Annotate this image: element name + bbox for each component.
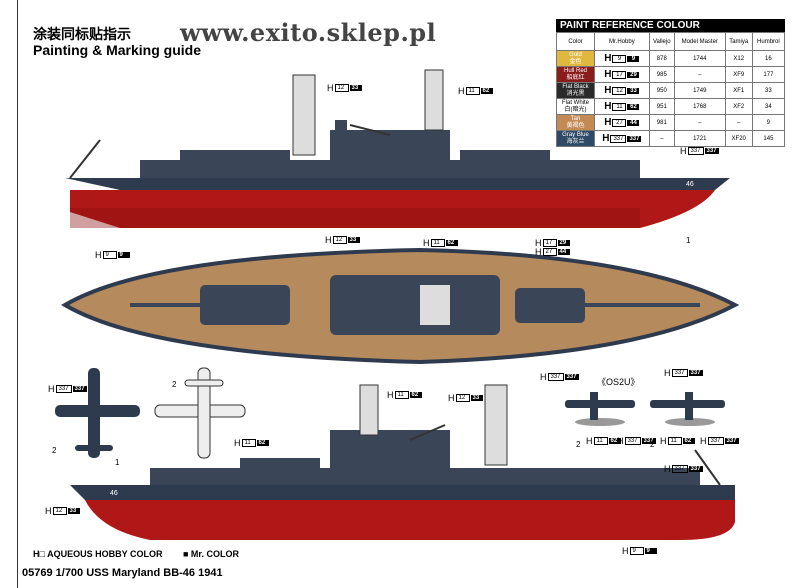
color-name: Flat White xyxy=(562,99,590,106)
vallejo-code: – xyxy=(648,130,675,147)
color-name-cn: 船底红 xyxy=(566,74,585,81)
ship-profile-bottom: 46 xyxy=(70,384,735,540)
tamiya-code: X12 xyxy=(724,50,753,67)
aqueous-code: 9 xyxy=(612,54,627,63)
marker-1-top: 1 xyxy=(686,236,691,245)
os2u-floatplane-2 xyxy=(650,392,725,426)
kit-title: 05769 1/700 USS Maryland BB-46 1941 xyxy=(22,567,223,579)
color-name: Hull Red xyxy=(564,67,588,74)
aqueous-code: 17 xyxy=(612,70,627,79)
title-english: Painting & Marking guide xyxy=(33,42,202,58)
aqueous-code: 27 xyxy=(612,118,627,127)
color-name: Flat Black xyxy=(562,83,589,90)
color-name-cn: 金色 xyxy=(569,58,582,65)
mr-color-code: 44 xyxy=(627,119,640,126)
h-mark: H xyxy=(604,85,612,96)
vallejo-code: 878 xyxy=(648,50,675,67)
color-name: Gray Blue xyxy=(562,131,589,138)
color-name: Gold xyxy=(569,51,582,58)
tamiya-code: XF1 xyxy=(724,82,753,99)
aqueous-code: 12 xyxy=(612,86,627,95)
color-name-cn: 海灰兰 xyxy=(566,138,585,145)
legend-mr-color: ■ Mr. COLOR xyxy=(183,549,239,559)
h-mark: H xyxy=(604,53,612,64)
mr-color-code: 29 xyxy=(627,71,640,78)
mr-color-code: 337 xyxy=(627,135,642,142)
color-name: Tan xyxy=(570,115,581,122)
marker-2-plane2: 2 xyxy=(650,440,655,449)
border-line xyxy=(17,0,18,588)
aqueous-code: 11 xyxy=(612,102,627,111)
os2u-floatplane-1 xyxy=(565,392,635,426)
h-mark: H xyxy=(604,117,612,128)
color-name-cn: 白(暗光) xyxy=(564,106,587,113)
aircraft-topview-light xyxy=(154,367,246,459)
h-mark: H xyxy=(604,101,612,112)
color-name-cn: 消光黑 xyxy=(566,90,585,97)
os2u-label: 《OS2U》 xyxy=(597,377,640,387)
ship-profile-top: 46 xyxy=(65,69,730,228)
title-chinese: 涂装同标贴指示 xyxy=(33,26,131,42)
h-mark: H xyxy=(604,69,612,80)
hull-number-bottom: 46 xyxy=(110,490,118,497)
tamiya-code: XF20 xyxy=(724,130,753,147)
humbrol-code: 145 xyxy=(751,130,786,147)
paint-table-title: PAINT REFERENCE COLOUR xyxy=(556,19,785,32)
marker-2-aircraft: 2 xyxy=(172,380,177,389)
ship-deck-plan xyxy=(61,247,740,365)
aqueous-code: 337 xyxy=(610,134,627,143)
marker-2-plane1: 2 xyxy=(576,440,581,449)
marker-2-aircraft-b: 2 xyxy=(52,446,57,455)
marker-1-bottom: 1 xyxy=(115,458,120,467)
mr-color-code: 33 xyxy=(627,87,640,94)
aircraft-topview-dark xyxy=(55,368,140,458)
website-watermark: www.exito.sklep.pl xyxy=(180,18,437,47)
legend-aqueous: H□ AQUEOUS HOBBY COLOR xyxy=(33,549,163,559)
color-name-cn: 黄褐色 xyxy=(566,122,585,129)
hull-number-top: 46 xyxy=(686,181,694,188)
mr-color-code: 9 xyxy=(627,55,640,62)
mr-color-code: 62 xyxy=(627,103,640,110)
h-mark: H xyxy=(602,133,610,144)
